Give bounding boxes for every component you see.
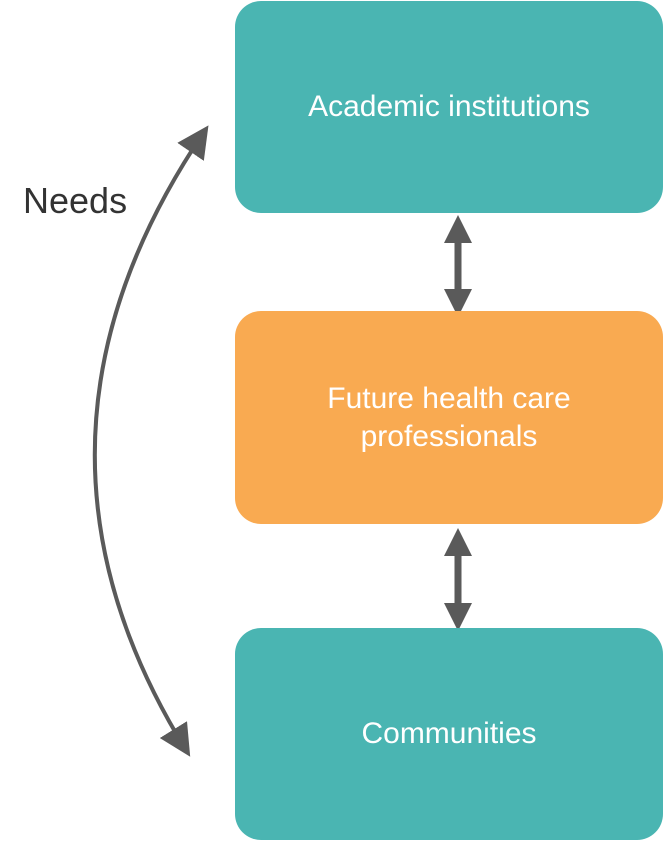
node-academic-institutions: Academic institutions [235,1,663,213]
node-future-professionals: Future health care professionals [235,311,663,524]
node-label: Communities [361,717,537,750]
node-communities: Communities [235,628,663,840]
node-label: Future health care professionals [327,381,571,453]
node-label: Academic institutions [308,90,590,123]
needs-label: Needs [23,180,128,221]
needs-curved-arrow [92,125,209,757]
